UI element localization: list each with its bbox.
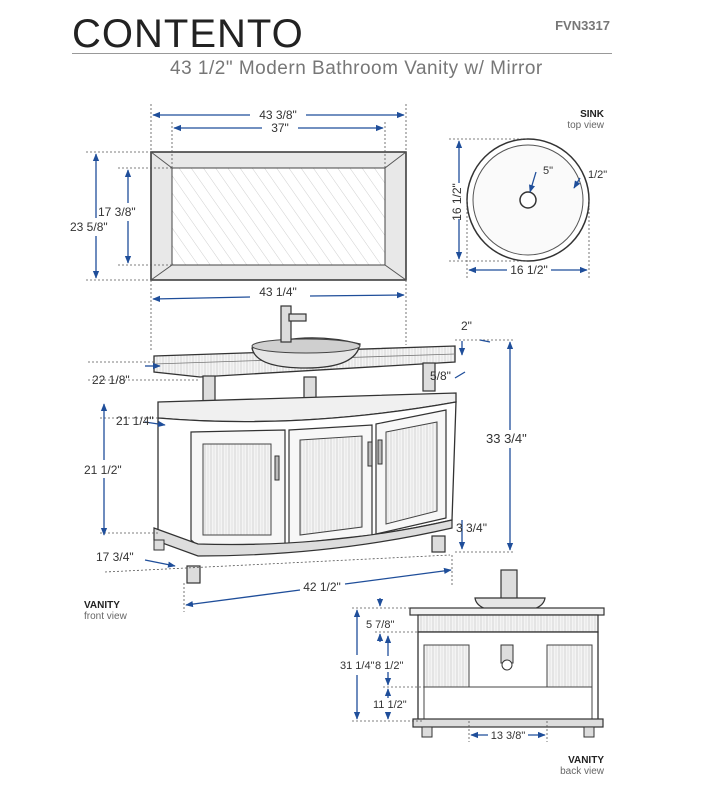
product-subtitle: 43 1/2" Modern Bathroom Vanity w/ Mirror [170,58,543,79]
glass-thickness-label: 2" [461,319,472,333]
sink-view-label: top view [567,120,604,131]
brand-name: CONTENTO [72,12,304,56]
vanity-top-depth-label: 22 1/8" [92,373,130,387]
mirror-drawing [150,151,407,281]
back-overall-height-label: 31 1/4" [340,660,375,672]
sink-height-label: 16 1/2" [450,183,464,221]
vanity-top-width-label: 43 1/4" [259,285,297,299]
total-height-label: 33 3/4" [486,431,527,446]
sink-rim-label: 1/2" [588,169,607,181]
mirror-height-outer-label: 23 5/8" [70,220,108,234]
cabinet-height-label: 21 1/2" [84,463,122,477]
back-top-section-label: 5 7/8" [366,619,394,631]
header-rule [72,53,612,54]
mirror-width-outer-label: 43 3/8" [259,108,297,122]
mirror-dimensions [86,104,407,281]
mirror-glass [171,167,386,266]
back-opening-width-label: 13 3/8" [491,730,526,742]
back-middle-section-label: 8 1/2" [375,660,403,672]
vanity-back-view-label: back view [560,766,605,777]
back-bottom-section-label: 11 1/2" [373,699,407,711]
cabinet-top-depth-label: 21 1/4" [116,414,154,428]
vanity-front-drawing [153,305,457,584]
sink-top-drawing [466,138,590,262]
vanity-front-view-label: front view [84,611,128,622]
sink-depth-label: 5" [543,165,553,177]
vanity-back-drawing [409,569,605,738]
sink-title: SINK [580,109,605,120]
base-width-label: 42 1/2" [303,580,341,594]
standoff-height-label: 5/8" [430,369,451,383]
base-depth-label: 17 3/4" [96,550,134,564]
mirror-width-inner-label: 37" [271,121,289,135]
leg-height-label: 3 3/4" [456,521,487,535]
sink-width-label: 16 1/2" [510,263,548,277]
vanity-back-title: VANITY [568,755,604,766]
mirror-height-inner-label: 17 3/8" [98,205,136,219]
vanity-front-title: VANITY [84,600,120,611]
model-number: FVN3317 [555,18,610,33]
